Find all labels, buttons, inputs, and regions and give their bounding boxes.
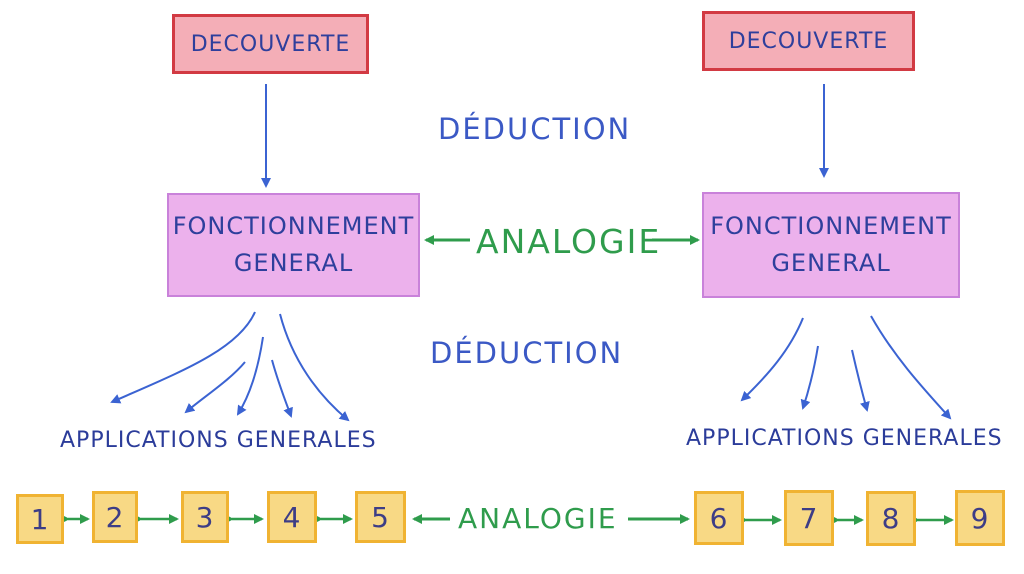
applications-right-label: APPLICATIONS GENERALES <box>686 426 1003 451</box>
number-box-3: 3 <box>181 491 229 543</box>
fonctionnement-left-line1: FONCTIONNEMENT <box>172 211 415 240</box>
fan-left-4 <box>271 359 293 418</box>
decouverte-right-label: DECOUVERTE <box>728 28 889 54</box>
number-2: 2 <box>105 500 125 534</box>
decouverte-left-box: DECOUVERTE <box>172 14 369 74</box>
number-box-8: 8 <box>866 491 916 546</box>
number-6: 6 <box>709 501 729 535</box>
applications-left-label: APPLICATIONS GENERALES <box>60 428 377 453</box>
deduction-top-label: DÉDUCTION <box>438 112 632 146</box>
decouverte-right-box: DECOUVERTE <box>702 11 915 71</box>
number-box-4: 4 <box>267 491 317 543</box>
number-9: 9 <box>970 501 990 535</box>
number-8: 8 <box>881 502 901 535</box>
number-box-2: 2 <box>92 491 138 543</box>
fonctionnement-right-box: FONCTIONNEMENT GENERAL <box>702 192 960 298</box>
fan-right-4 <box>870 315 952 420</box>
number-box-5: 5 <box>355 491 406 543</box>
analogie-middle-label: ANALOGIE <box>476 222 662 261</box>
number-5: 5 <box>371 500 390 534</box>
analogie-bottom-label: ANALOGIE <box>458 502 618 535</box>
fan-left-3 <box>236 336 264 416</box>
fan-right-2 <box>800 345 819 410</box>
fan-right-3 <box>851 349 870 412</box>
number-3: 3 <box>195 500 215 534</box>
number-7: 7 <box>799 501 819 535</box>
number-1: 1 <box>30 502 50 536</box>
fan-left-2 <box>184 361 246 414</box>
number-box-7: 7 <box>784 490 834 546</box>
number-box-9: 9 <box>955 490 1005 546</box>
fan-left-1 <box>110 311 256 404</box>
number-box-6: 6 <box>694 491 744 545</box>
fonctionnement-right-line2: GENERAL <box>771 249 891 277</box>
fonctionnement-left-box: FONCTIONNEMENT GENERAL <box>167 193 420 297</box>
number-box-1: 1 <box>16 494 64 544</box>
fonctionnement-left-line2: GENERAL <box>233 249 354 277</box>
fonctionnement-right-line1: FONCTIONNEMENT <box>710 211 952 240</box>
fan-right-1 <box>740 317 804 402</box>
number-4: 4 <box>282 500 302 534</box>
decouverte-left-label: DECOUVERTE <box>190 31 351 57</box>
deduction-bottom-label: DÉDUCTION <box>430 336 624 370</box>
fan-left-5 <box>279 313 350 422</box>
